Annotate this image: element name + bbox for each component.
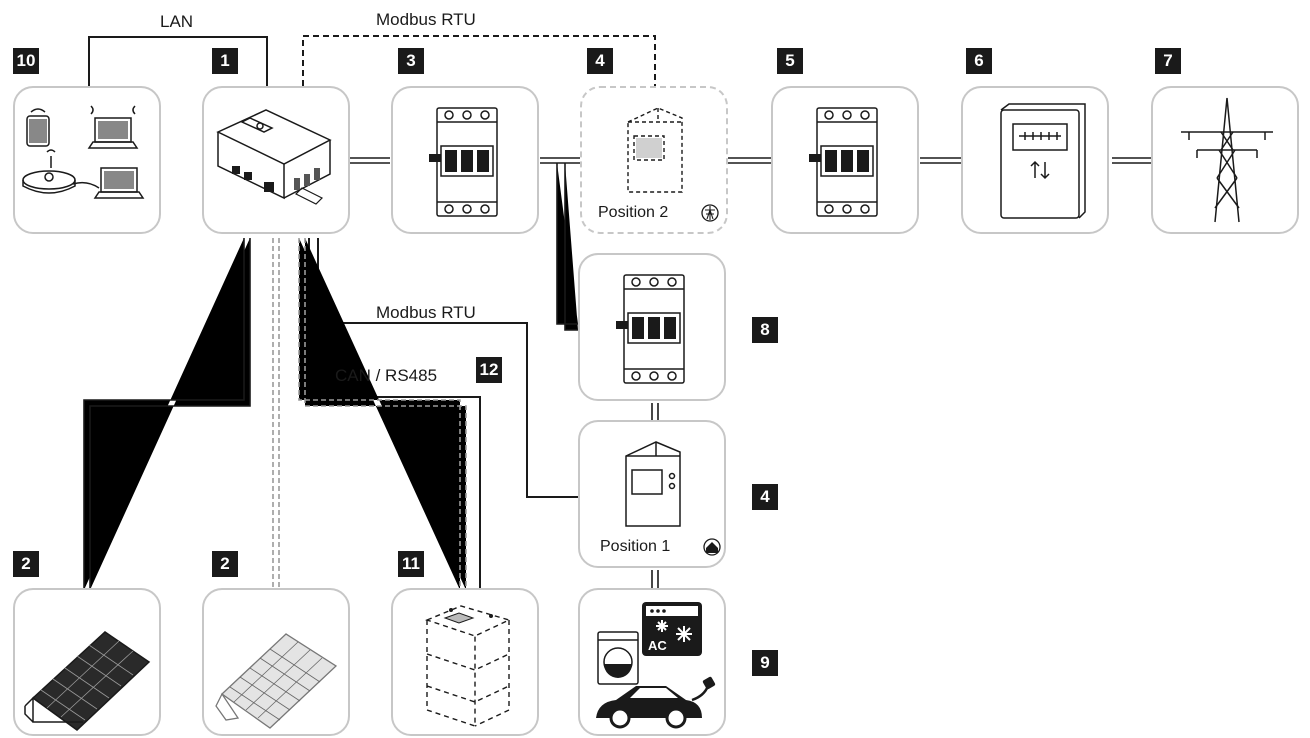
component-3-circuit-breaker bbox=[391, 86, 539, 234]
modbus-rtu-mid-label: Modbus RTU bbox=[376, 303, 476, 322]
badge-12: 12 bbox=[476, 357, 502, 383]
inverter-icon bbox=[216, 109, 332, 205]
badge-6: 6 bbox=[966, 48, 992, 74]
home-position-icon bbox=[703, 538, 721, 556]
lan-label: LAN bbox=[160, 12, 194, 31]
home-network-devices-icon bbox=[22, 105, 145, 199]
power-pylon-icon bbox=[1181, 97, 1273, 223]
grid-position-icon bbox=[701, 204, 719, 222]
component-4-meter-position-1: Position 1 bbox=[578, 420, 726, 568]
badge-4-top: 4 bbox=[587, 48, 613, 74]
circuit-breaker-icon bbox=[429, 107, 498, 217]
component-9-consumers: AC bbox=[578, 588, 726, 736]
modbus-rtu-top-label: Modbus RTU bbox=[376, 10, 476, 29]
solar-panel-icon bbox=[215, 633, 338, 729]
energy-meter-icon bbox=[627, 107, 683, 193]
badge-2-mid: 2 bbox=[212, 551, 238, 577]
badge-4-mid: 4 bbox=[752, 484, 778, 510]
badge-3: 3 bbox=[398, 48, 424, 74]
component-11-battery bbox=[391, 588, 539, 736]
component-2-solar-panel-mid bbox=[202, 588, 350, 736]
can-rs485-label: CAN / RS485 bbox=[335, 366, 438, 385]
modbus-top-cable bbox=[302, 35, 656, 86]
badge-2-left: 2 bbox=[13, 551, 39, 577]
component-7-public-grid bbox=[1151, 86, 1299, 234]
badge-5: 5 bbox=[777, 48, 803, 74]
component-1-inverter bbox=[202, 86, 350, 234]
component-8-circuit-breaker bbox=[578, 253, 726, 401]
energy-meter-icon bbox=[625, 441, 681, 527]
badge-11: 11 bbox=[398, 551, 424, 577]
badge-10: 10 bbox=[13, 48, 39, 74]
household-consumers-icon: AC bbox=[596, 602, 716, 729]
lan-cable bbox=[88, 36, 268, 86]
circuit-breaker-icon bbox=[809, 107, 878, 217]
component-10-network bbox=[13, 86, 161, 234]
badge-8: 8 bbox=[752, 317, 778, 343]
badge-9: 9 bbox=[752, 650, 778, 676]
ac-label: AC bbox=[648, 638, 667, 653]
component-5-circuit-breaker bbox=[771, 86, 919, 234]
circuit-breaker-icon bbox=[616, 274, 685, 384]
badge-1: 1 bbox=[212, 48, 238, 74]
badge-7: 7 bbox=[1155, 48, 1181, 74]
component-2-solar-panel-left bbox=[13, 588, 161, 736]
component-6-grid-meter bbox=[961, 86, 1109, 234]
grid-meter-icon bbox=[1000, 103, 1086, 219]
position-1-label: Position 1 bbox=[600, 538, 671, 555]
position-2-label: Position 2 bbox=[598, 204, 669, 221]
solar-panel-icon bbox=[24, 631, 151, 731]
component-4-meter-position-2: Position 2 bbox=[580, 86, 728, 234]
battery-storage-icon bbox=[424, 605, 511, 727]
